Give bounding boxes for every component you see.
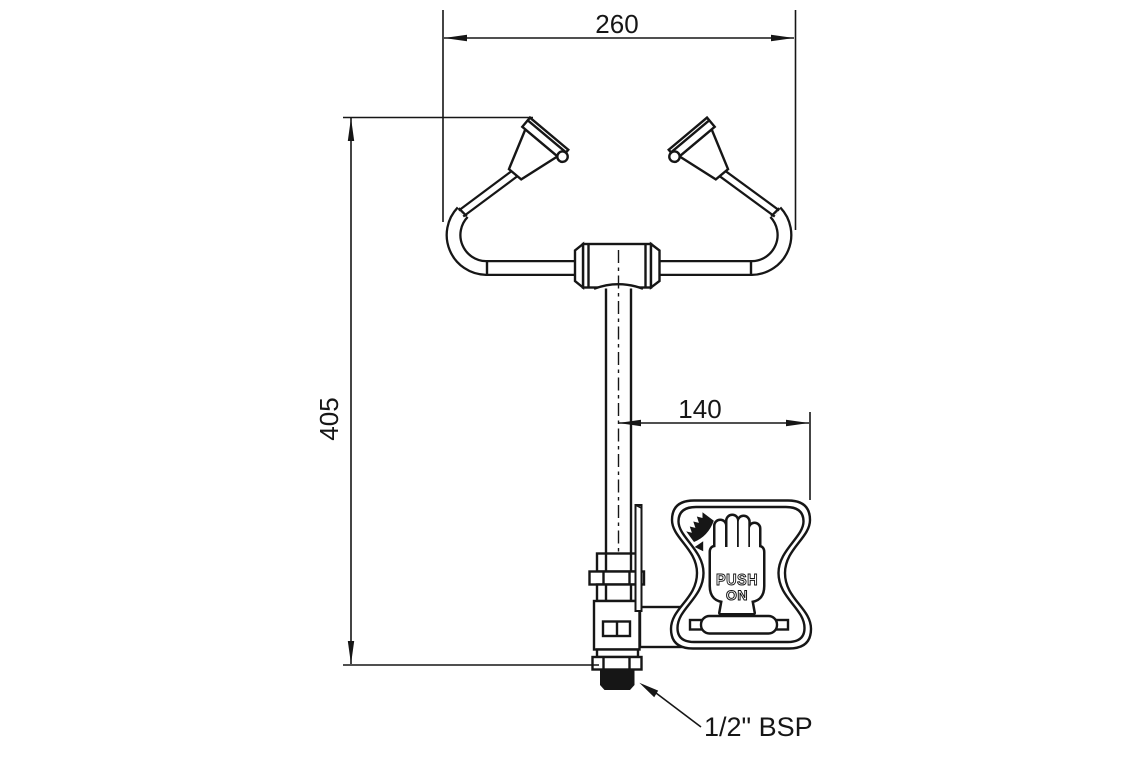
- left-spray-face-rim: [526, 119, 567, 154]
- right-spray-dust-cap-pin: [668, 150, 681, 164]
- plate-slot: [699, 614, 779, 635]
- arrowhead-left: [444, 34, 467, 42]
- hand-icon: PUSH ON: [711, 516, 763, 613]
- tee-right-cap: [649, 241, 661, 290]
- left-spray-dust-cap-pin: [556, 150, 569, 164]
- dimension-405: 405: [314, 116, 599, 666]
- thread-callout-label: 1/2" BSP: [704, 712, 813, 742]
- arrowhead-right: [771, 34, 794, 42]
- tee-left-cap: [573, 241, 585, 291]
- push-plate-label-line2: ON: [726, 587, 748, 603]
- dimension-260: 260: [442, 9, 797, 230]
- arrowhead-left: [618, 419, 641, 427]
- push-plate-inner: [676, 505, 806, 644]
- dimension-140: 140: [618, 394, 811, 500]
- thread-callout: 1/2" BSP: [639, 682, 813, 742]
- right-arm-tube-bore: [632, 208, 791, 274]
- right-nozzle-stem-bore: [717, 168, 779, 216]
- left-arm-tube-bore: [447, 208, 605, 274]
- dimension-140-label: 140: [678, 394, 721, 424]
- leader-arrowhead: [639, 682, 659, 698]
- motion-burst-icon: [686, 512, 714, 552]
- valve-assembly: [588, 552, 646, 690]
- valve-back-nut: [591, 655, 643, 671]
- push-plate: PUSH ON: [669, 499, 813, 650]
- dimension-405-label: 405: [314, 397, 344, 440]
- right-spray-face-rim: [670, 119, 711, 154]
- mounting-bracket: [634, 504, 643, 612]
- valve-mid-collar: [595, 583, 640, 603]
- tube-joint-lines: [457, 207, 781, 276]
- arrowhead-right: [786, 419, 809, 427]
- arrowhead-bottom: [347, 641, 355, 664]
- valve-body: [592, 599, 641, 651]
- tee-fitting: [573, 241, 661, 291]
- left-nozzle-stem-bore: [459, 168, 520, 216]
- valve-upper-collar: [595, 552, 640, 573]
- push-plate-label-line1: PUSH: [716, 572, 758, 589]
- left-spray-head: [507, 115, 570, 181]
- leader-line: [655, 692, 702, 728]
- dimension-260-label: 260: [595, 9, 638, 39]
- inlet-thread: [600, 669, 635, 690]
- right-spray-head: [667, 115, 730, 181]
- arrowhead-top: [347, 118, 355, 141]
